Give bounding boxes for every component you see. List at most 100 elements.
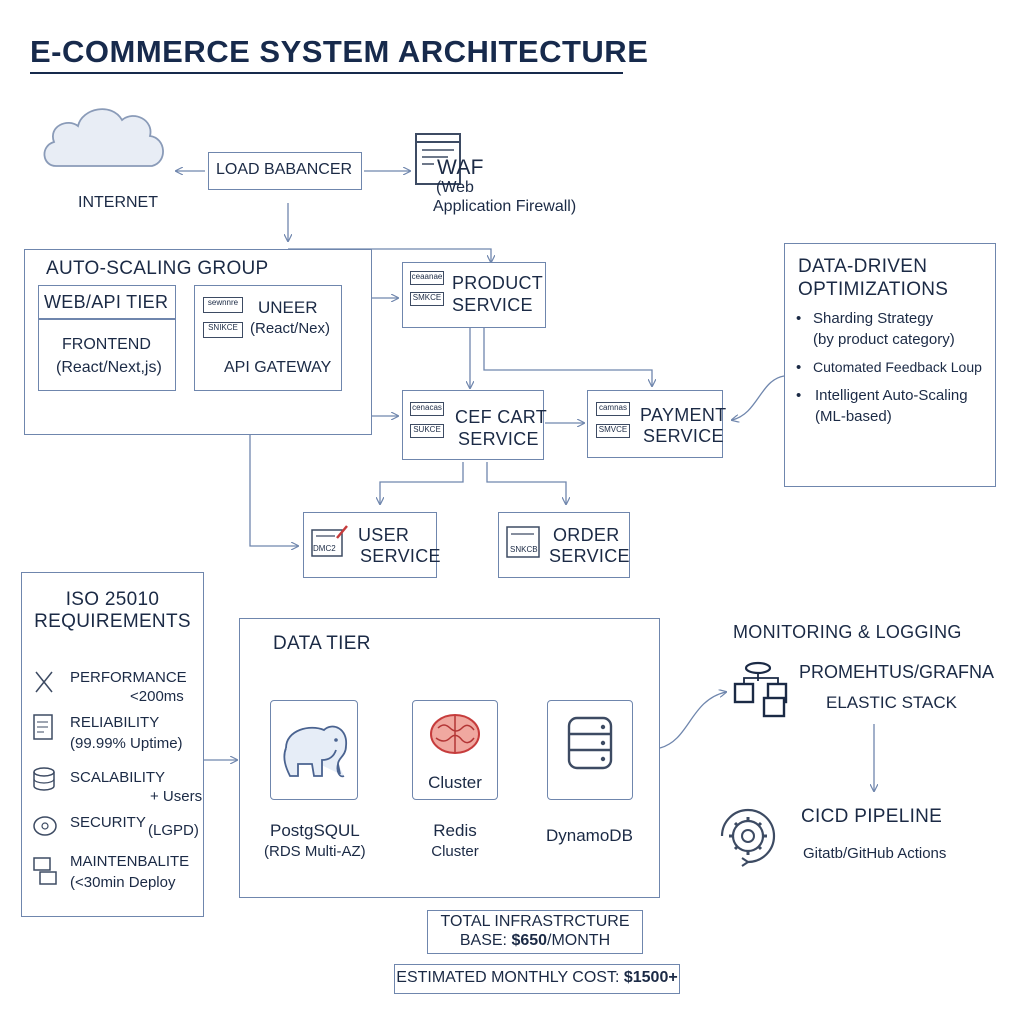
- order-service-icon: [506, 526, 540, 558]
- bullet: •: [796, 310, 802, 327]
- database-icon: [567, 716, 613, 770]
- frontend-label: FRONTEND: [62, 336, 151, 353]
- cicd-gear-icon: [720, 808, 776, 867]
- icon-bottom-text: SNIKCE: [208, 323, 238, 332]
- title-underline: [30, 72, 623, 74]
- iso-item-detail: (99.99% Uptime): [70, 735, 183, 752]
- redis-box-label: Cluster: [428, 773, 482, 792]
- icon-bottom-text: SUKCE: [413, 425, 441, 434]
- dynamodb-label: DynamoDB: [546, 826, 633, 845]
- monitoring-icon: [733, 661, 788, 718]
- redis-brain-icon: [430, 714, 480, 754]
- load-balancer-label: LOAD BABANCER: [216, 161, 353, 178]
- service-icon: SNIKCE: [203, 322, 243, 338]
- cart-service-line2: SERVICE: [458, 429, 539, 449]
- api-gateway-line1: UNEER: [258, 298, 318, 317]
- cart-service-line1: CEF CART: [455, 407, 548, 427]
- service-icon: sewnnre: [203, 297, 243, 313]
- waf-title: WAF: [437, 156, 484, 179]
- payment-service-line2: SERVICE: [643, 426, 724, 446]
- estimated-cost-value: $1500+: [623, 969, 678, 986]
- cicd-sub: Gitatb/GitHub Actions: [803, 845, 947, 862]
- page-title: E-COMMERCE SYSTEM ARCHITECTURE: [30, 34, 649, 69]
- data-tier-title: DATA TIER: [273, 633, 371, 654]
- postgres-sub: (RDS Multi-AZ): [264, 843, 366, 860]
- icon-bottom-text: SMVCE: [598, 425, 628, 434]
- icon-top-text: camnas: [598, 403, 627, 412]
- bullet: •: [796, 387, 802, 404]
- deploy-icon: [33, 857, 57, 885]
- asg-label: AUTO-SCALING GROUP: [46, 258, 269, 279]
- monitoring-line2: ELASTIC STACK: [826, 693, 957, 712]
- iso-item-detail: <200ms: [130, 688, 184, 705]
- user-service-line1: USER: [358, 525, 410, 545]
- service-icon: cenacas: [410, 402, 444, 416]
- web-api-tier: [38, 285, 176, 391]
- icon-bottom-text: SMKCE: [412, 293, 442, 302]
- user-service-icon: [311, 525, 348, 557]
- estimated-cost-text: ESTIMATED MONTHLY COST: $1500+: [394, 969, 680, 987]
- product-service-line2: SERVICE: [452, 295, 533, 315]
- iso-item-label: SCALABILITY: [70, 769, 166, 786]
- load-balancer-node: [208, 152, 362, 190]
- data-driven-item: (ML-based): [815, 408, 892, 425]
- iso-item-label: RELIABILITY: [70, 714, 160, 731]
- total-infrastructure-box: [427, 910, 643, 954]
- iso-item-label: MAINTENBALITE: [70, 853, 190, 870]
- data-driven-panel: [784, 243, 996, 487]
- order-icon-text: SNKCB: [510, 545, 538, 554]
- frontend-sub: (React/Next,js): [56, 359, 162, 376]
- data-driven-item: Cutomated Feedback Loup: [813, 359, 982, 375]
- bullet: •: [796, 359, 802, 376]
- iso-title1: ISO 25010: [65, 589, 160, 610]
- web-tier-title: WEB/API TIER: [44, 292, 169, 312]
- monitoring-title: MONITORING & LOGGING: [733, 622, 962, 642]
- total-base-suffix: /MONTH: [547, 932, 611, 949]
- icon-top-text: cenacas: [412, 403, 442, 412]
- cloud-icon: [43, 108, 164, 167]
- redis-label: Redis: [433, 821, 477, 840]
- iso-item-detail: (<30min Deploy: [70, 874, 176, 891]
- icon-top-text: sewnnre: [207, 298, 239, 307]
- order-service-line1: ORDER: [553, 525, 620, 545]
- user-icon-text: DMC2: [313, 544, 336, 553]
- data-driven-item: (by product category): [813, 331, 955, 348]
- service-icon: ceaanae: [410, 271, 444, 285]
- monitoring-line1: PROMEHTUS/GRAFNA: [799, 662, 995, 682]
- payment-service-line1: PAYMENT: [640, 405, 727, 425]
- iso-item-label: SECURITY: [70, 814, 146, 831]
- iso-item-label: PERFORMANCE: [70, 669, 187, 686]
- postgres-label: PostgSQUL: [270, 821, 360, 840]
- service-icon: SMKCE: [410, 292, 444, 306]
- performance-icon: [35, 671, 53, 693]
- internet-label: INTERNET: [78, 194, 158, 211]
- service-icon: SMVCE: [596, 424, 630, 438]
- icon-top-text: ceaanae: [411, 272, 443, 281]
- firewall-document-icon: [415, 133, 461, 185]
- iso-requirements-panel: [21, 572, 204, 917]
- total-base-value: $650: [511, 932, 548, 949]
- order-service-line2: SERVICE: [549, 546, 630, 566]
- iso-item-detail: + Users: [150, 788, 203, 805]
- total-base-prefix: BASE:: [459, 932, 512, 949]
- estimated-cost-box: [394, 964, 680, 994]
- waf-line1: (Web: [436, 179, 474, 196]
- user-service-node: [303, 512, 437, 578]
- security-icon: [33, 816, 57, 836]
- database-stack-icon: [33, 767, 55, 791]
- postgresql-elephant-icon: [283, 725, 347, 778]
- product-service-line1: PRODUCT: [452, 273, 544, 293]
- api-gateway-label: API GATEWAY: [224, 359, 332, 376]
- user-service-line2: SERVICE: [360, 546, 441, 566]
- data-driven-title1: DATA-DRIVEN: [798, 256, 928, 277]
- waf-line2: Application Firewall): [433, 198, 577, 215]
- data-driven-item: Intelligent Auto-Scaling: [815, 387, 968, 404]
- document-icon: [33, 714, 53, 740]
- web-tier-divider: [38, 318, 176, 320]
- service-icon: camnas: [596, 402, 630, 416]
- payment-service-node: [587, 390, 723, 458]
- data-driven-title2: OPTIMIZATIONS: [798, 279, 949, 300]
- service-icon: SUKCE: [410, 424, 444, 438]
- estimated-cost-prefix: ESTIMATED MONTHLY COST:: [396, 969, 624, 986]
- data-driven-item: Sharding Strategy: [813, 310, 934, 327]
